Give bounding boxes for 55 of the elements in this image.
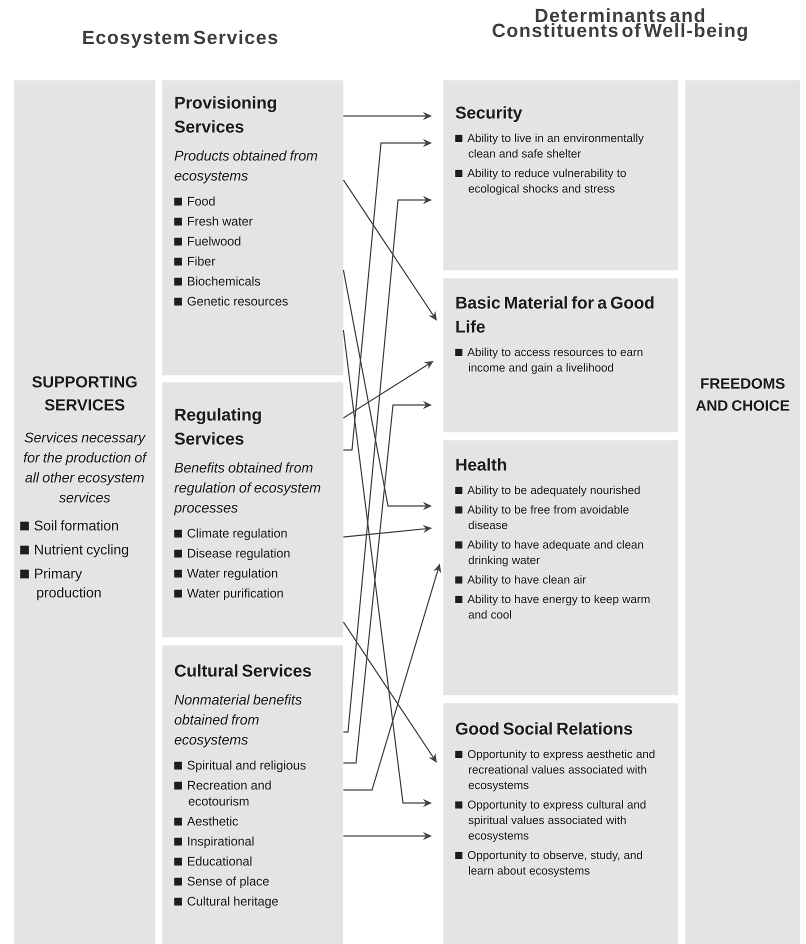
bullet-item: Ability to reduce vulnerability to ecological shocks and stress — [455, 168, 626, 195]
bullet-item: Cultural heritage — [174, 896, 278, 908]
bullet-item: Fiber — [174, 256, 216, 266]
bullet-item: Primary production — [20, 568, 101, 600]
column-heading: Ecosystem Services — [83, 30, 278, 48]
service-box — [443, 703, 678, 944]
bullet-item: Ability to be adequately nourished — [455, 486, 640, 496]
bullet-item: Opportunity to express cultural and spiritual values associated with ecosystems — [455, 800, 646, 842]
bullet-item: Aesthetic — [174, 816, 238, 826]
box-heading: Health — [456, 458, 506, 471]
bullet-item: Food — [174, 196, 215, 206]
service-box — [443, 440, 678, 696]
column-heading: Determinants and Constituents of Well-being — [492, 8, 747, 41]
bullet-item: Opportunity to observe, study, and learn about ecosystems — [455, 850, 642, 877]
bullet-item: Disease regulation — [174, 548, 290, 560]
box-heading: Basic Material for a Good Life — [456, 296, 654, 333]
box-heading: Cultural Services — [174, 664, 311, 677]
service-box — [162, 80, 344, 376]
box-heading: SUPPORTING SERVICES — [32, 376, 137, 411]
box-heading: Good Social Relations — [456, 722, 632, 735]
bullet-item: Recreation and ecotourism — [174, 780, 271, 806]
bullet-item: Genetic resources — [174, 296, 288, 306]
bullet-item: Ability to live in an environmentally clean and safe shelter — [455, 134, 644, 158]
box-heading: Regulating Services — [174, 408, 261, 445]
bullet-item: Inspirational — [174, 836, 254, 848]
box-description: Nonmaterial benefits obtained from ecosystems — [174, 694, 302, 748]
bullet-item: Nutrient cycling — [20, 544, 128, 558]
service-box — [162, 645, 344, 944]
service-box — [162, 382, 344, 638]
bullet-item: Fresh water — [174, 216, 253, 226]
bullet-item: Ability to have clean air — [455, 575, 586, 586]
box-description: Services necessary for the production of all other ecosystem services — [24, 432, 148, 503]
bullet-item: Spiritual and religious — [174, 760, 306, 772]
service-box — [14, 80, 156, 944]
bullet-item: Fuelwood — [174, 236, 240, 246]
bullet-item: Ability to be free from avoidable disease — [455, 505, 629, 530]
bullet-item: Opportunity to express aesthetic and recreational values associated with ecosystems — [455, 750, 654, 792]
box-description: Benefits obtained from regulation of ecosystem processes — [174, 462, 320, 516]
box-heading: FREEDOMS AND CHOICE — [696, 378, 790, 411]
box-heading: Security — [456, 106, 522, 122]
service-box — [443, 80, 678, 270]
bullet-item: Water purification — [174, 588, 283, 600]
box-description: Products obtained from ecosystems — [174, 150, 318, 184]
service-box — [685, 80, 800, 944]
bullet-item: Educational — [174, 856, 252, 866]
bullet-item: Water regulation — [174, 568, 278, 580]
bullet-item: Climate regulation — [174, 528, 287, 540]
bullet-item: Soil formation — [20, 520, 118, 531]
bullet-item: Ability to have energy to keep warm and cool — [455, 594, 650, 619]
box-heading: Provisioning Services — [174, 96, 276, 133]
bullet-item: Biochemicals — [174, 276, 260, 286]
bullet-item: Sense of place — [174, 876, 269, 888]
bullet-item: Ability to access resources to earn income and gain a livelihood — [455, 348, 642, 374]
bullet-item: Ability to have adequate and clean drinking water — [455, 540, 644, 566]
service-box — [443, 278, 678, 432]
